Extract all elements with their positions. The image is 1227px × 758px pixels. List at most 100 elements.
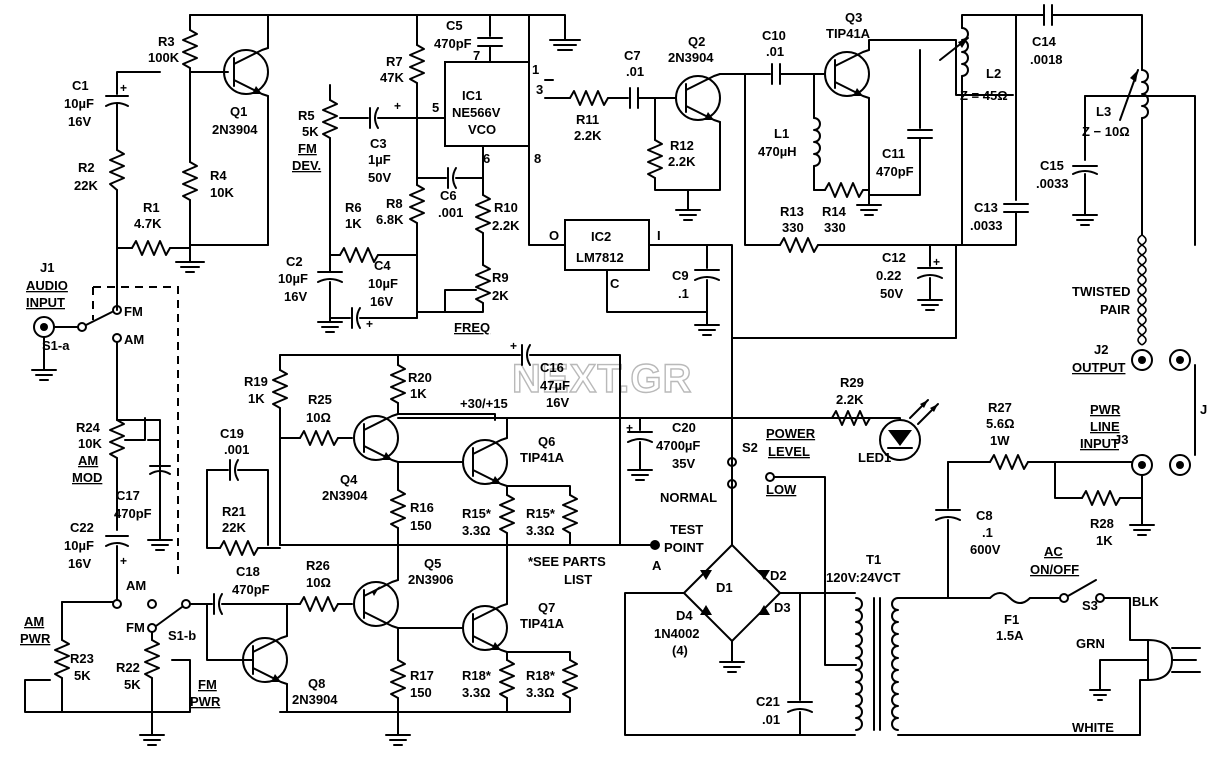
j-ref: J [1200, 402, 1207, 417]
r14-ref: R14 [822, 204, 847, 219]
svg-text:+: + [366, 317, 373, 331]
r15b-ref: R15* [526, 506, 556, 521]
c3-ref: C3 [370, 136, 387, 151]
potentiometer-r5[interactable] [322, 99, 338, 139]
c11-ref: C11 [882, 146, 905, 161]
s2-low: LOW [766, 482, 797, 497]
resistor-r19 [272, 369, 288, 409]
resistor-r8 [409, 184, 425, 224]
resistor-r29 [831, 410, 871, 426]
ac-label-2: ON/OFF [1030, 562, 1079, 577]
diode-d4 [700, 605, 712, 615]
switch-s1a[interactable] [85, 311, 113, 326]
d2-ref: D2 [770, 568, 787, 583]
inductor-l3 [1141, 69, 1149, 119]
svg-text:+: + [626, 421, 633, 435]
c8-value2: 600V [970, 542, 1001, 557]
j2-ref: J2 [1094, 342, 1108, 357]
capacitor-c6 [447, 167, 457, 189]
c16-value: 47µF [540, 378, 570, 393]
capacitor-c17 [149, 465, 171, 475]
ic1-pin-5: 5 [432, 100, 439, 115]
r19-ref: R19 [244, 374, 268, 389]
s2-label: S2 [742, 440, 758, 455]
q8-ref: Q8 [308, 676, 325, 691]
diode-d3 [758, 605, 770, 615]
grn-label: GRN [1076, 636, 1105, 651]
c13-value: .0033 [970, 218, 1003, 233]
potentiometer-r23[interactable] [54, 639, 70, 679]
r7-ref: R7 [386, 54, 403, 69]
ic2-pin-o: O [549, 228, 559, 243]
output-jacks [1129, 349, 1196, 536]
transistor-q2 [675, 73, 721, 123]
ac-plug[interactable] [1147, 639, 1201, 681]
r28-ref: R28 [1090, 516, 1114, 531]
c16-value2: 16V [546, 395, 569, 410]
c9-ref: C9 [672, 268, 689, 283]
c13-ref: C13 [974, 200, 998, 215]
r20-value: 1K [410, 386, 427, 401]
potentiometer-r22[interactable] [144, 639, 160, 679]
r9-note: FREQ [454, 320, 490, 335]
test-point-label-1: TEST [670, 522, 703, 537]
svg-text:+: + [933, 255, 940, 269]
r18a-ref: R18* [462, 668, 492, 683]
switch-s1b[interactable] [155, 606, 183, 627]
audio-input-section: + [24, 286, 213, 746]
l2-ref: L2 [986, 66, 1001, 81]
r13-value: 330 [782, 220, 804, 235]
j3-label-3: INPUT [1080, 436, 1119, 451]
capacitor-c7 [629, 87, 639, 109]
r18b-value: 3.3Ω [526, 685, 555, 700]
test-point-a[interactable] [650, 540, 660, 550]
diode-d2 [758, 570, 770, 580]
r28-value: 1K [1096, 533, 1113, 548]
c4-value2: 16V [370, 294, 393, 309]
j2-jack[interactable] [1131, 349, 1153, 371]
c12-ref: C12 [882, 250, 906, 265]
capacitor-c14 [1043, 4, 1053, 26]
r17-value: 150 [410, 685, 432, 700]
resistor-r26 [299, 596, 339, 612]
d1-ref: D1 [716, 580, 733, 595]
q8-part: 2N3904 [292, 692, 338, 707]
svg-text:+: + [120, 81, 127, 95]
c1-ref: C1 [72, 78, 89, 93]
capacitor-c18 [213, 593, 223, 615]
r18b-ref: R18* [526, 668, 556, 683]
q6-ref: Q6 [538, 434, 555, 449]
resistor-r3 [182, 29, 198, 69]
potentiometer-r9[interactable] [475, 264, 491, 304]
r3-ref: R3 [158, 34, 175, 49]
r14-value: 330 [824, 220, 846, 235]
c6-value: .001 [438, 205, 463, 220]
c7-value: .01 [626, 64, 644, 79]
inductor-l1 [813, 117, 821, 167]
q4-part: 2N3904 [322, 488, 368, 503]
l1-ref: L1 [774, 126, 789, 141]
led1 [879, 399, 939, 461]
capacitor-c8 [935, 509, 961, 521]
test-point-label-2: POINT [664, 540, 704, 555]
c5-ref: C5 [446, 18, 463, 33]
ac-label-1: AC [1044, 544, 1063, 559]
ic2-lm7812 [564, 219, 650, 271]
l2-value: Z = 45Ω [960, 88, 1008, 103]
potentiometer-r24[interactable] [109, 419, 125, 459]
r4-value: 10K [210, 185, 234, 200]
r22-note2: PWR [190, 694, 221, 709]
switch-s3[interactable] [1067, 579, 1097, 597]
capacitor-c11 [907, 129, 933, 139]
led1-ref: LED1 [858, 450, 891, 465]
svg-text:+: + [394, 99, 401, 113]
r10-value: 2.2K [492, 218, 520, 233]
j1-label-2: INPUT [26, 295, 65, 310]
r26-ref: R26 [306, 558, 330, 573]
capacitor-c2 [317, 271, 343, 283]
q7-ref: Q7 [538, 600, 555, 615]
power-level-2: LEVEL [768, 444, 810, 459]
r27-ref: R27 [988, 400, 1012, 415]
c4-value: 10µF [368, 276, 398, 291]
c22-value: 10µF [64, 538, 94, 553]
